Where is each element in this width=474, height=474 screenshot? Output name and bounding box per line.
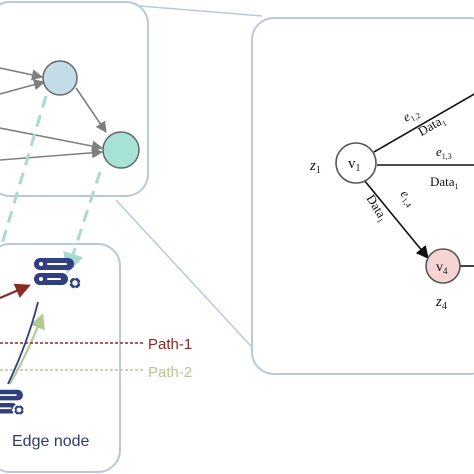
path2-label: Path-2 [148, 364, 192, 381]
node-v4 [425, 248, 461, 284]
graph-edge [0, 127, 104, 152]
edge-e13-label: e1,3 [436, 144, 452, 161]
path2-arrow [9, 313, 45, 385]
path1-label: Path-1 [148, 336, 192, 353]
graph-edge [0, 79, 46, 95]
edge-e14-line [363, 179, 429, 259]
network-panel [0, 243, 121, 473]
edge-node-label: Edge node [12, 433, 90, 450]
node-v1-label: v1 [348, 156, 361, 174]
edge-e13-data: Data1 [430, 174, 459, 191]
graph-node-teal [102, 131, 140, 169]
mapping-link [0, 95, 48, 245]
detail-panel [251, 17, 474, 375]
path1-arrow [0, 283, 31, 300]
graph-edge [0, 67, 44, 81]
connector-bottom [115, 199, 263, 359]
connector-top [139, 5, 263, 17]
edge-e12-line [373, 93, 474, 153]
node-v1 [335, 142, 377, 184]
mapping-link [63, 171, 102, 274]
weight-z1: z1 [309, 158, 321, 176]
graph-node-blue [42, 60, 78, 96]
node-v4-label: v4 [436, 260, 448, 276]
graph-edge [75, 87, 107, 133]
weight-z4: z4 [435, 294, 447, 312]
graph-edge [0, 147, 104, 161]
